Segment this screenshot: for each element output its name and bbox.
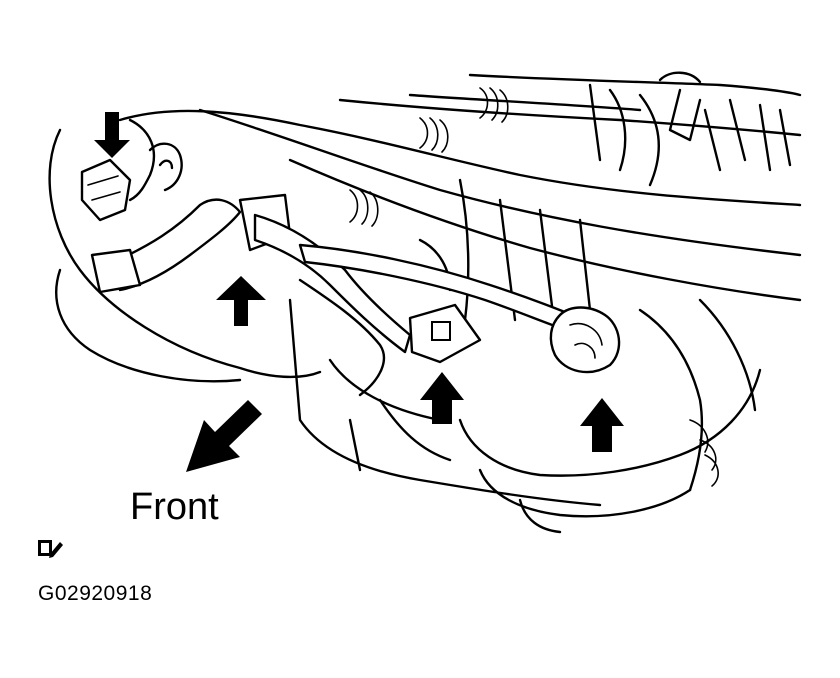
document-pencil-icon — [38, 540, 63, 558]
arrow-up-icon — [420, 372, 464, 424]
arrow-up-icon — [580, 398, 624, 452]
figure-code: G02920918 — [38, 582, 153, 605]
indicator-arrows — [94, 112, 624, 452]
arrow-down-icon — [94, 112, 130, 158]
front-label: Front — [130, 486, 219, 528]
engine-outline — [48, 71, 802, 534]
arrow-up-icon — [216, 276, 266, 326]
wiring-harness — [80, 158, 621, 374]
front-direction-arrow-icon — [186, 400, 262, 472]
